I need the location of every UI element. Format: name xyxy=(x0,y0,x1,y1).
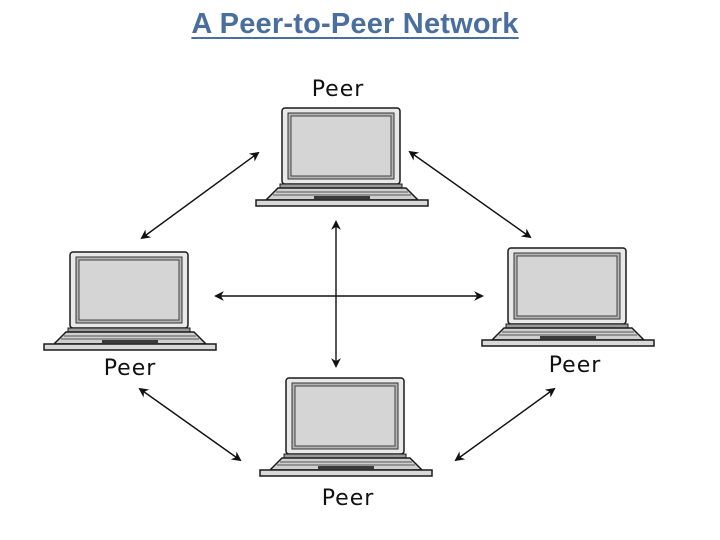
peer-label-left: Peer xyxy=(104,356,157,381)
laptop-icon xyxy=(255,107,429,207)
arrow-left-bottom xyxy=(138,387,242,462)
laptop-icon xyxy=(43,251,217,351)
peer-node-left: Peer xyxy=(43,251,217,381)
peer-node-right: Peer xyxy=(481,247,655,378)
arrow-top-right xyxy=(408,150,532,239)
peer-node-bottom: Peer xyxy=(259,377,433,511)
laptop-icon xyxy=(481,247,655,347)
peer-node-top: Peer xyxy=(255,77,429,207)
laptop-icon xyxy=(259,377,433,477)
arrow-right-bottom xyxy=(454,387,556,462)
arrow-top-left xyxy=(140,151,260,240)
slide-title: A Peer-to-Peer Network xyxy=(191,8,519,40)
peer-label-top: Peer xyxy=(312,77,365,102)
peer-label-bottom: Peer xyxy=(322,486,375,511)
peer-label-right: Peer xyxy=(549,353,602,378)
